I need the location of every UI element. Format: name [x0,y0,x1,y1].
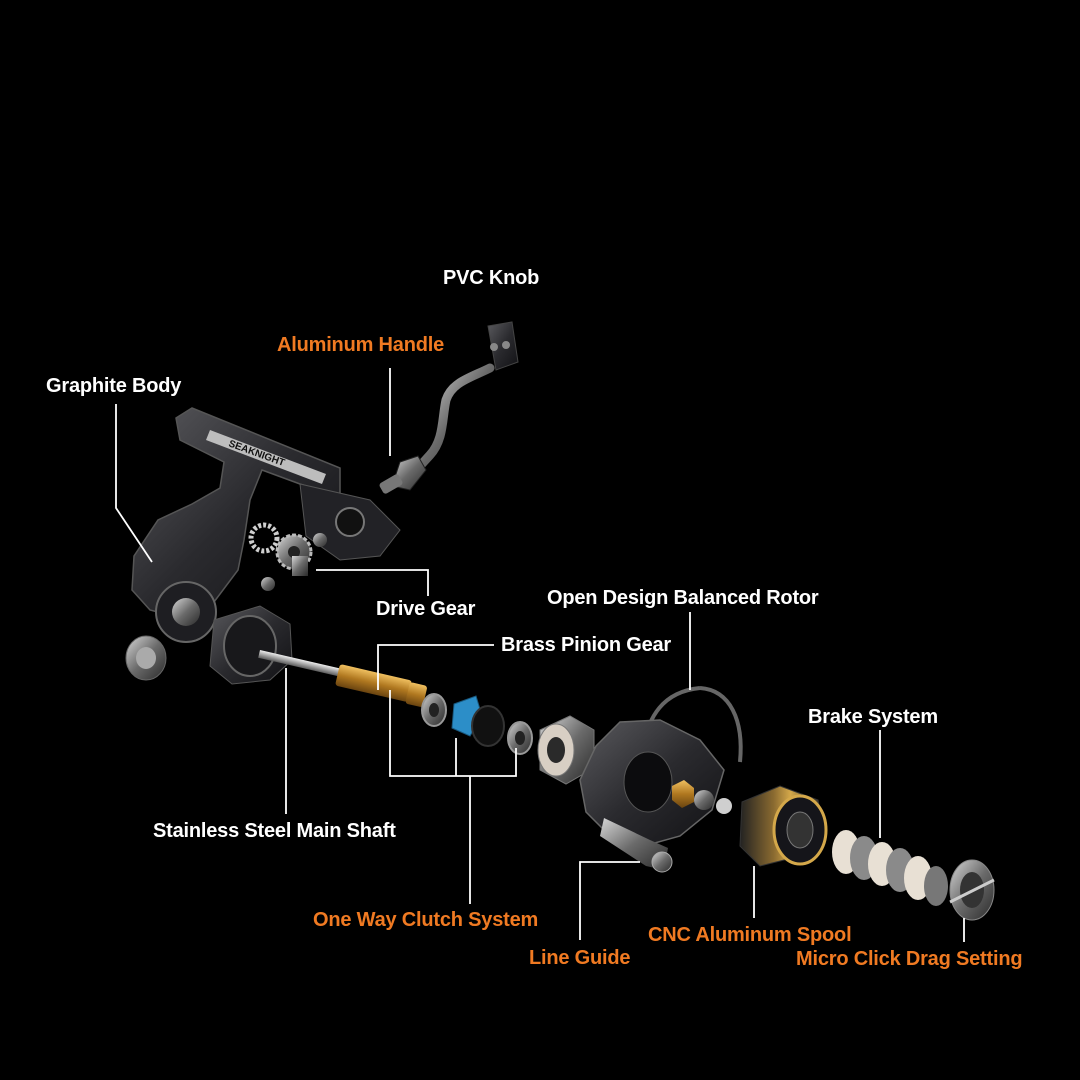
brass-pinion-gear-part [335,664,427,707]
label-line-guide: Line Guide [529,947,631,969]
side-cap-part [125,635,167,681]
leader-brass-pinion-gear [377,644,494,690]
pvc-knob-part [487,321,519,371]
label-brass-pinion-gear: Brass Pinion Gear [501,634,671,656]
leader-lines [115,368,965,942]
label-graphite-body: Graphite Body [46,375,182,397]
aluminum-handle-part [379,363,495,494]
leader-line-guide [579,861,640,940]
brake-system-part [832,830,948,906]
label-aluminum-handle: Aluminum Handle [277,334,445,356]
label-one-way-clutch-system: One Way Clutch System [313,909,539,931]
label-open-design-balanced-rotor: Open Design Balanced Rotor [547,587,819,609]
cnc-aluminum-spool-part [739,785,828,867]
housing-cover-part [209,605,293,685]
label-drive-gear: Drive Gear [376,598,476,620]
micro-click-drag-part [949,859,995,921]
leader-drive-gear [316,569,429,596]
label-cnc-aluminum-spool: CNC Aluminum Spool [648,924,852,946]
one-way-clutch-part [421,693,533,755]
line-guide-part [651,851,673,873]
label-stainless-steel-main-shaft: Stainless Steel Main Shaft [153,820,396,842]
label-pvc-knob: PVC Knob [443,267,540,289]
rotor-nut-part [672,780,732,814]
label-brake-system: Brake System [808,706,938,728]
leader-graphite-body [115,404,153,563]
leader-one-way-clutch-bracket [389,690,517,777]
rotor-sleeve-part [537,715,595,785]
label-micro-click-drag-setting: Micro Click Drag Setting [796,948,1023,970]
balanced-rotor-part [579,686,743,870]
drive-gear-part [248,522,327,591]
